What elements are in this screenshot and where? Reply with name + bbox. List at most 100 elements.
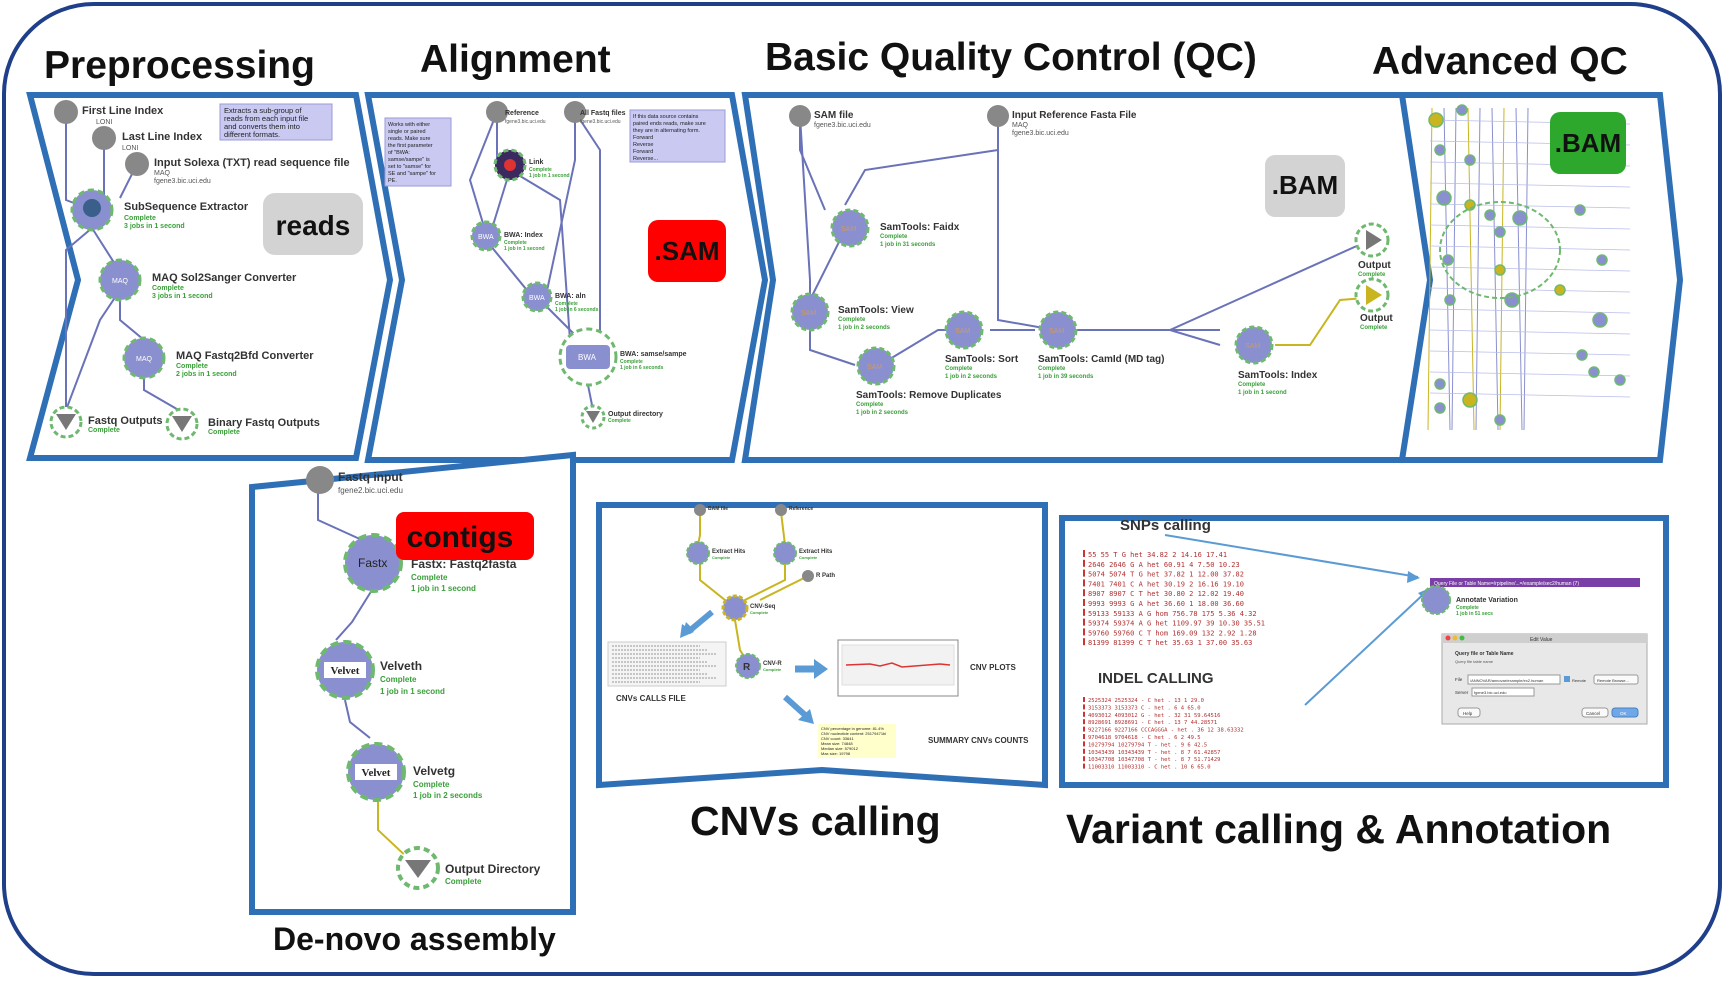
advanced-qc-node[interactable] [1444,294,1456,306]
advanced-qc-node[interactable] [1434,144,1446,156]
cnv-r-node[interactable] [735,653,761,679]
alignment-note-left-line: set to "samse" for [388,164,431,170]
advanced-qc-node[interactable] [1596,254,1608,266]
advanced-qc-node[interactable] [1428,112,1444,128]
badge-bam-advanced-label: .BAM [1555,128,1621,158]
maq-fastq2bfd-node[interactable] [122,336,166,380]
input-solexa-node[interactable] [125,152,149,176]
all-fastq-node[interactable] [564,101,586,123]
extract-hits-1-label: Extract Hits [712,549,746,555]
dialog-file-value: /ANNOVAR/annovar/example/ex2.human [1470,678,1543,683]
advanced-qc-node[interactable] [1434,402,1446,414]
advanced-qc-node[interactable] [1462,392,1478,408]
cnv-plot-line [845,662,951,668]
alignment-note-left-line: the first parameter [388,143,433,149]
bwa-index-node[interactable] [470,220,502,252]
minimize-icon[interactable] [1452,635,1458,641]
advanced-qc-node[interactable] [1554,284,1566,296]
samtools-calmd-icon: SAM [1049,328,1064,335]
input-reference-node[interactable] [987,105,1009,127]
cnv-reference-node[interactable] [775,504,787,516]
advanced-qc-node[interactable] [1574,204,1586,216]
maximize-icon[interactable] [1459,635,1465,641]
bam-file-node[interactable] [694,504,706,516]
reference-node[interactable] [486,101,508,123]
alignment-note-left-line: SE and "sampe" for [388,171,436,177]
advanced-qc-node[interactable] [1588,366,1600,378]
cnv-seq-node[interactable] [721,594,749,622]
samtools-view-label: SamTools: View [838,305,914,316]
r-path-node[interactable] [802,570,814,582]
advanced-qc-wire [1475,107,1481,431]
annotate-variation-node[interactable] [1421,585,1451,615]
cnv-summary-line: Mean size: 74848 [821,741,853,746]
fastx-label: Fastx: Fastq2fasta [411,557,517,571]
velvetg-jobs: 1 job in 2 seconds [413,791,483,800]
title-basic-qc: Basic Quality Control (QC) [765,36,1257,79]
row-marker [1083,628,1085,636]
advanced-qc-wire [1429,329,1631,335]
advanced-qc-node[interactable] [1456,104,1468,116]
row-marker [1083,559,1085,567]
samtools-index-icon: SAM [1245,343,1260,350]
advanced-qc-node[interactable] [1512,210,1528,226]
last-line-index-node[interactable] [92,126,116,150]
advanced-qc-node[interactable] [1464,154,1476,166]
samtools-faidx-status: Complete [880,234,908,240]
samtools-faidx-node[interactable] [830,208,870,248]
advanced-qc-node[interactable] [1442,254,1454,266]
remote-checkbox[interactable] [1564,676,1570,682]
advanced-qc-node[interactable] [1494,414,1506,426]
advanced-qc-node[interactable] [1436,190,1452,206]
ok-button[interactable] [1611,707,1639,718]
advanced-qc-node[interactable] [1464,199,1476,211]
advanced-qc-wires [1427,107,1631,431]
fastq-input-node[interactable] [306,466,334,494]
indel-row: 10279794 10279794 T - het . 9 6 42.5 [1088,742,1207,748]
advanced-qc-node[interactable] [1494,226,1506,238]
fastx-status: Complete [411,573,448,582]
help-button[interactable] [1457,707,1481,718]
samtools-remdup-node[interactable] [856,346,896,386]
advanced-qc-node[interactable] [1494,264,1506,276]
fastx-node[interactable] [343,533,403,593]
advanced-qc-wire [1429,245,1631,251]
cancel-button[interactable] [1581,707,1609,718]
cnv-seq-status: Complete [750,610,769,615]
advanced-qc-node[interactable] [1434,378,1446,390]
samtools-remdup-icon: SAM [867,364,882,371]
velvet-logo [324,662,366,678]
play-icon [1366,285,1382,305]
sam-file-node[interactable] [789,105,811,127]
snp-row: 59760 59760 C T hom 169.09 132 2.92 1.28 [1088,629,1257,637]
cnv-calls-table-rows [612,645,716,683]
advanced-qc-node[interactable] [1504,292,1520,308]
samtools-calmd-node[interactable] [1038,310,1078,350]
extract-hits-node-1[interactable] [686,541,710,565]
sam-file-label: SAM file [814,110,854,121]
samtools-index-node[interactable] [1234,325,1274,365]
extract-hits-node-2[interactable] [773,541,797,565]
remote-browse-button[interactable] [1593,674,1639,685]
cnv-summary-text: CNV percentage in genome: 81.4%CNV nucle… [821,726,886,756]
close-icon[interactable] [1445,635,1451,641]
dialog-file-input[interactable] [1467,674,1561,685]
advanced-qc-node[interactable] [1592,312,1608,328]
server-select[interactable] [1471,687,1535,697]
arrow-head-icon [814,659,828,679]
bwa-aln-node[interactable] [521,281,553,313]
samtools-sort-node[interactable] [944,310,984,350]
maq-sol2sanger-node[interactable] [98,258,142,302]
advanced-qc-node[interactable] [1576,349,1588,361]
link-icon [504,159,516,171]
advanced-qc-node[interactable] [1614,374,1626,386]
advanced-qc-node[interactable] [1484,209,1496,221]
binary-fastq-outputs-label: Binary Fastq Outputs [208,417,320,429]
advanced-qc-wire [1429,224,1631,230]
samtools-view-node[interactable] [790,292,830,332]
edit-value-title: Edit Value [1530,637,1553,643]
first-line-index-node[interactable] [54,100,78,124]
samtools-calmd-jobs: 1 job in 39 seconds [1038,374,1094,380]
